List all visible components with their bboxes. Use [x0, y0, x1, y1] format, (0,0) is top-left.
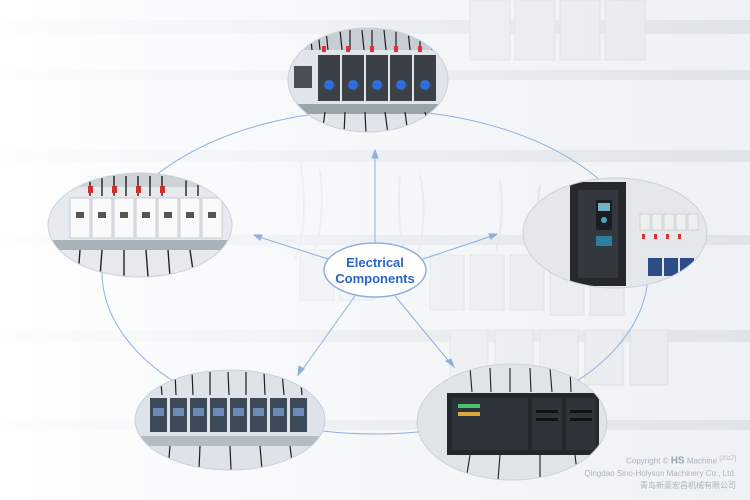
copyright-prefix: Copyright ©: [626, 457, 669, 466]
motor-protection-breakers-photo: [287, 27, 449, 133]
spokes: [252, 148, 499, 377]
company-name-cn: 青岛新豪宏昌机械有限公司: [640, 481, 736, 490]
contactors-photo: [134, 369, 326, 471]
brand-machine: Machine: [686, 457, 718, 466]
miniature-circuit-breakers-photo: [47, 172, 233, 278]
company-name-en: Qingdao Sino-Holyson Machinery Co., Ltd.: [584, 469, 736, 478]
plc-modules-photo: [416, 363, 608, 481]
brand-hs: HS: [670, 456, 685, 467]
copyright-block: Copyright © HS Machine [2017] Qingdao Si…: [584, 453, 736, 492]
center-node: Electrical Components: [323, 242, 427, 298]
frequency-inverter-photo: [522, 177, 708, 289]
center-title-line1: Electrical: [346, 255, 404, 270]
copyright-year: [2017]: [719, 456, 736, 463]
copyright-line: Copyright © HS Machine [2017]: [584, 453, 736, 468]
center-title-line2: Components: [335, 271, 414, 286]
